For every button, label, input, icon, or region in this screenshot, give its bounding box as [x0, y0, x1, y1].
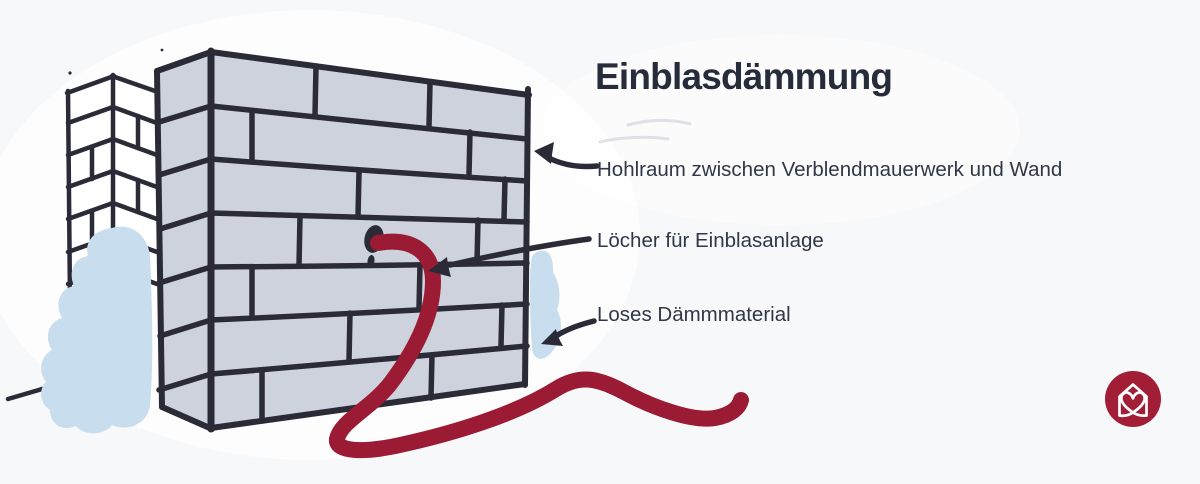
arrow-cavity: [534, 142, 600, 170]
insulation-blob-left: [41, 226, 153, 434]
arrow-material: [541, 318, 597, 346]
page-title: Einblasdämmung: [595, 56, 893, 97]
annotation-cavity-label: Hohlraum zwischen Verblendmauerwerk und …: [597, 158, 1063, 181]
house-heart-icon: [1118, 383, 1148, 418]
pencil-smudges: [598, 118, 692, 144]
hose-illustration: [329, 233, 749, 459]
facing-wall-illustration: [154, 47, 532, 433]
annotation-holes-label: Löcher für Einblasanlage: [597, 229, 824, 252]
brand-logo-badge: [1105, 371, 1161, 427]
arrow-holes: [428, 236, 592, 277]
annotation-material-label: Loses Dämmmaterial: [597, 303, 791, 326]
